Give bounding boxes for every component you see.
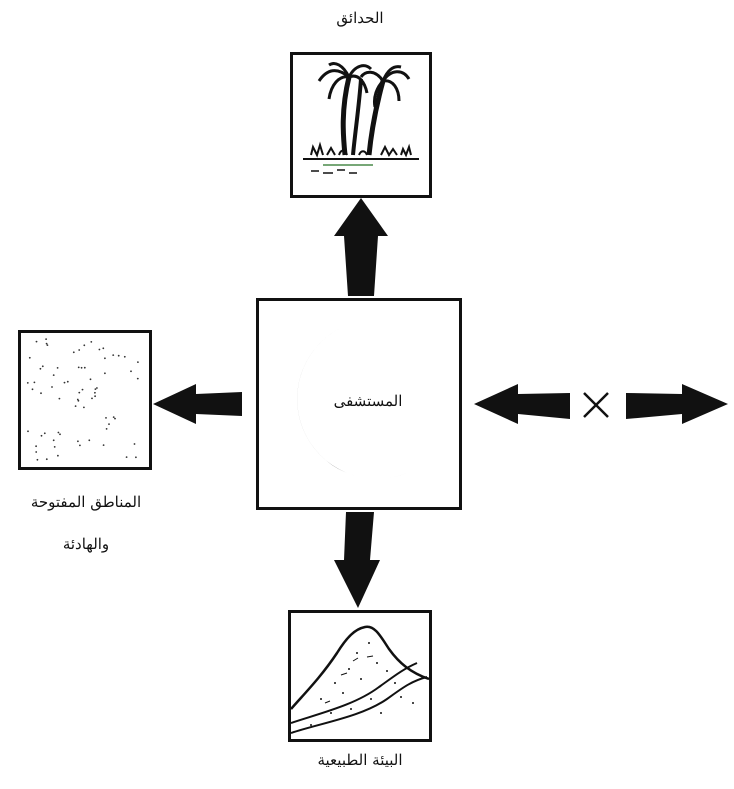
arrow-down-environment: [334, 512, 380, 608]
arrow-left-open-areas: [153, 384, 242, 424]
arrow-right-outward: [626, 384, 728, 424]
exclusion-cross-icon: [584, 393, 608, 417]
arrow-up-gardens: [334, 198, 388, 296]
arrow-right-inward: [474, 384, 570, 424]
